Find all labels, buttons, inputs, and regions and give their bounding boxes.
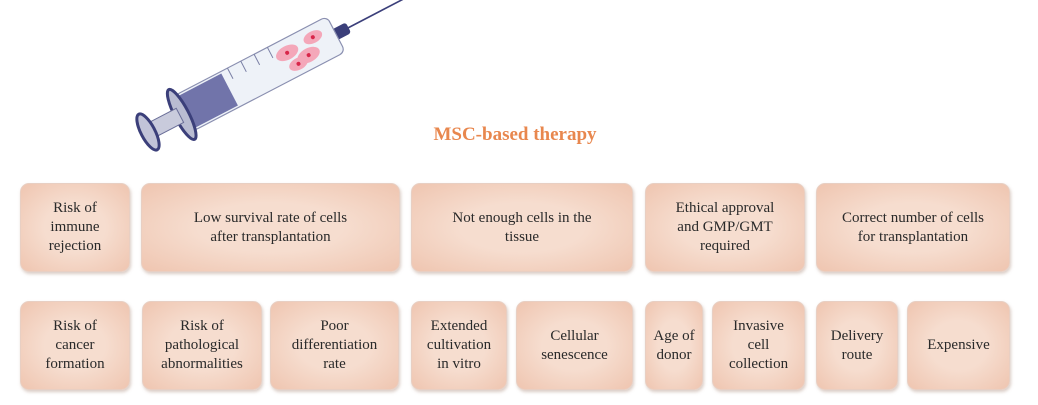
box-extended-cultivation: Extended cultivation in vitro [411, 301, 507, 390]
plunger-thumb-rest [135, 112, 161, 152]
box-immune-rejection: Risk of immune rejection [20, 183, 130, 272]
box-not-enough-cells: Not enough cells in the tissue [411, 183, 633, 272]
needle [347, 0, 406, 29]
diagram-title: MSC-based therapy [433, 124, 597, 145]
box-delivery-route: Delivery route [816, 301, 898, 390]
box-poor-differentiation: Poor differentiation rate [270, 301, 399, 390]
syringe-illustration [135, 0, 406, 152]
plunger-fluid [178, 73, 238, 128]
box-pathological: Risk of pathological abnormalities [142, 301, 262, 390]
box-ethical-approval: Ethical approval and GMP/GMT required [645, 183, 805, 272]
box-low-survival: Low survival rate of cells after transpl… [141, 183, 400, 272]
box-correct-number: Correct number of cells for transplantat… [816, 183, 1010, 272]
box-invasive-collection: Invasive cell collection [712, 301, 805, 390]
box-age-of-donor: Age of donor [645, 301, 703, 390]
box-expensive: Expensive [907, 301, 1010, 390]
box-senescence: Cellular senescence [516, 301, 633, 390]
box-cancer-formation: Risk of cancer formation [20, 301, 130, 390]
